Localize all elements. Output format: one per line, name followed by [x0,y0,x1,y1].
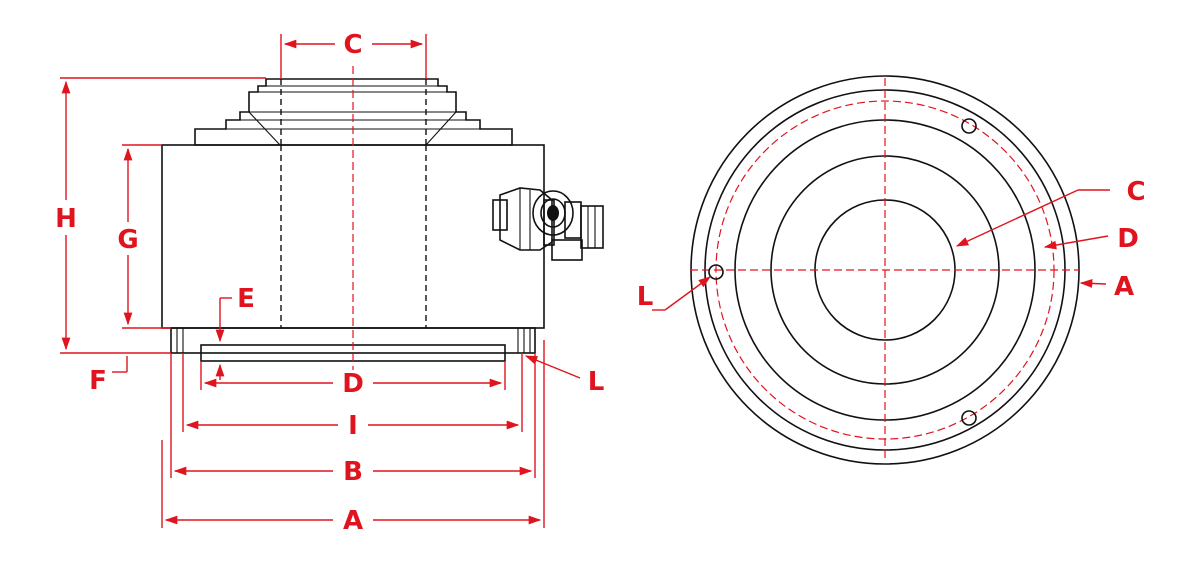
coupler-fitting-icon [492,187,604,261]
dimension-i: I [182,353,523,441]
label-h: H [55,204,77,234]
label-d-top: D [1117,224,1139,254]
dimension-l-side: L [524,355,605,397]
label-b: B [343,457,363,487]
leader-d-top: D [1043,224,1139,254]
dimension-f: F [89,356,128,396]
label-f: F [89,366,107,396]
label-d-side: D [342,369,364,399]
label-c-top: C [1126,177,1145,207]
label-g: G [117,225,138,255]
dimension-c-side: C [280,30,427,79]
mounting-hole-icon [961,410,977,426]
label-l-top: L [637,282,654,312]
label-e: E [237,284,255,314]
dimension-g: G [117,144,171,329]
leader-l-top: L [637,276,712,312]
label-i: I [348,411,358,441]
mounting-hole-icon [961,118,977,134]
top-view: C D A L [637,75,1146,465]
label-a-top: A [1114,272,1134,302]
mounting-hole-icon [708,264,724,280]
dimension-h: H [55,77,266,354]
dimension-b: B [170,353,536,487]
label-l-side: L [588,367,605,397]
dimension-e: E [215,284,255,380]
side-view: C H G E F [55,30,604,536]
dimension-d-side: D [200,361,506,399]
dimension-a-side: A [161,340,545,536]
leader-a-top: A [1079,272,1134,302]
leader-c-top: C [955,177,1146,247]
label-c-side: C [343,30,362,60]
label-a-side: A [343,506,363,536]
